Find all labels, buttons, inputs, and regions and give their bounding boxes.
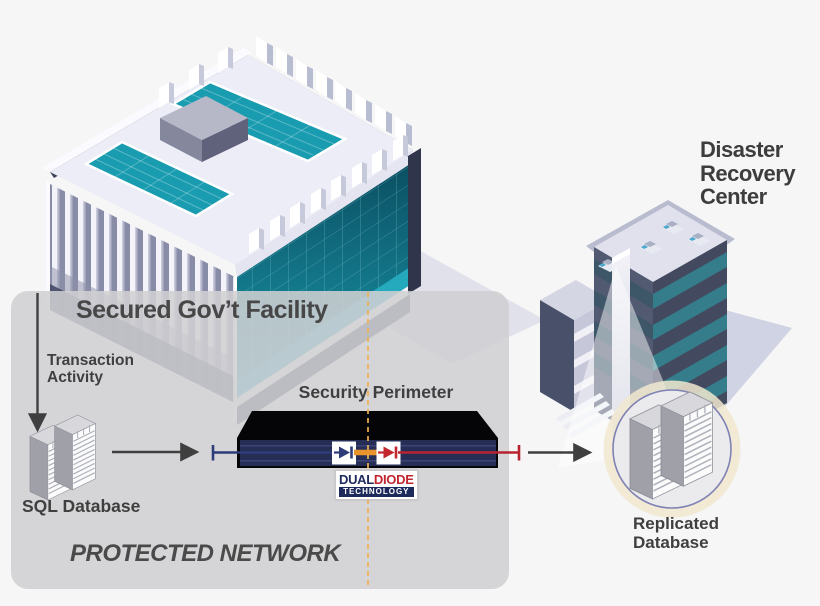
facility-title: Secured Gov’t Facility [76, 296, 328, 324]
dr-title-line3: Center [700, 184, 767, 209]
logo-diode-text: DIODE [373, 472, 414, 487]
replicated-line2: Database [633, 533, 709, 552]
rooftop-units [598, 221, 710, 272]
roof [50, 55, 413, 265]
diode-blue [332, 441, 356, 465]
sql-database-label: SQL Database [22, 496, 141, 516]
protected-network-label: PROTECTED NETWORK [70, 540, 341, 567]
roof-fins-ne [256, 36, 412, 146]
input-line-blue [211, 445, 334, 461]
transaction-line2: Activity [47, 369, 103, 386]
replicated-line1: Replicated [633, 514, 719, 533]
transaction-line1: Transaction [47, 352, 134, 369]
sql-database-servers [29, 414, 97, 501]
roof-skylight [83, 140, 235, 218]
dr-title-line1: Disaster [700, 137, 783, 162]
base-steps [556, 393, 616, 438]
dr-title-line2: Recovery [700, 160, 796, 186]
diode-red [376, 441, 401, 465]
logo-dual-text: DUAL [339, 472, 374, 487]
roof-fins-se [249, 135, 408, 254]
dualdiode-logo: DUALDIODE TECHNOLOGY [335, 470, 418, 500]
output-line-red [398, 445, 521, 461]
logo-technology-text: TECHNOLOGY [339, 487, 414, 497]
dualdiode-logo-wordmark: DUALDIODE [339, 473, 414, 486]
pillar [612, 248, 630, 446]
roof-fins-nw [159, 47, 233, 108]
replicated-database-circle [603, 380, 741, 518]
parapet-band [235, 150, 413, 277]
security-perimeter-label: Security Perimeter [298, 382, 454, 402]
rooftop-hvac-box [160, 96, 248, 162]
corner-column [408, 148, 421, 294]
